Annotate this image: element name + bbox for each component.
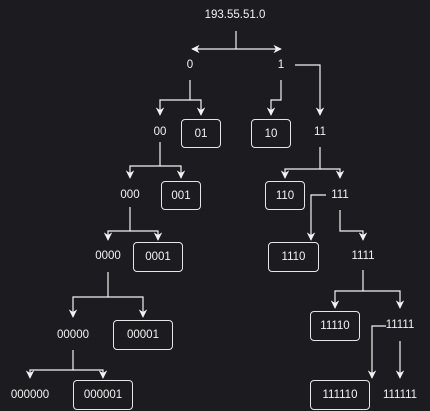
edge-11-children: [280, 147, 321, 179]
edge-0-to-01: [190, 99, 206, 116]
edge-000-children: [103, 207, 131, 241]
root-network-label: 193.55.51.0: [204, 9, 266, 21]
node-111: 111: [331, 189, 349, 201]
node-01-box: 01: [181, 119, 221, 148]
node-00000: 00000: [57, 329, 89, 341]
edge-111-to-1111: [339, 210, 368, 241]
edge-11-to-111: [320, 168, 345, 179]
edge-00-children: [125, 142, 161, 179]
edge-00-to-001: [160, 165, 186, 179]
node-1: 1: [277, 59, 285, 71]
edge-111-to-1110: [306, 194, 326, 241]
edge-000-to-0001: [130, 230, 163, 241]
edge-00000-to-000001: [73, 369, 108, 379]
edge-0-children: [155, 80, 191, 116]
node-111111: 111111: [382, 389, 418, 401]
node-001-box: 001: [161, 181, 201, 210]
node-11: 11: [314, 126, 326, 138]
edge-1111-children: [330, 270, 364, 309]
edge-00000-children: [25, 350, 74, 379]
node-10-box: 10: [251, 119, 291, 148]
edge-1-to-10: [266, 80, 282, 116]
edge-1-to-11: [295, 64, 325, 116]
node-00001-box: 00001: [113, 320, 173, 350]
edge-0000-to-00001: [108, 296, 148, 318]
node-11111: 11111: [385, 319, 415, 331]
node-11110-box: 11110: [310, 311, 360, 341]
node-000: 000: [120, 189, 140, 201]
node-111110-box: 111110: [310, 380, 370, 410]
node-1111: 1111: [351, 250, 375, 262]
node-0000: 0000: [95, 250, 121, 262]
edge-1111-to-11111: [363, 290, 405, 309]
node-00: 00: [153, 126, 167, 138]
node-000000: 000000: [10, 389, 50, 401]
node-1110-box: 1110: [268, 242, 319, 272]
node-110-box: 110: [265, 181, 305, 210]
edge-11111-to-111110: [367, 325, 386, 379]
node-000001-box: 000001: [73, 380, 133, 410]
edge-0000-children: [68, 272, 109, 318]
node-0001-box: 0001: [133, 242, 183, 272]
node-0: 0: [186, 59, 194, 71]
